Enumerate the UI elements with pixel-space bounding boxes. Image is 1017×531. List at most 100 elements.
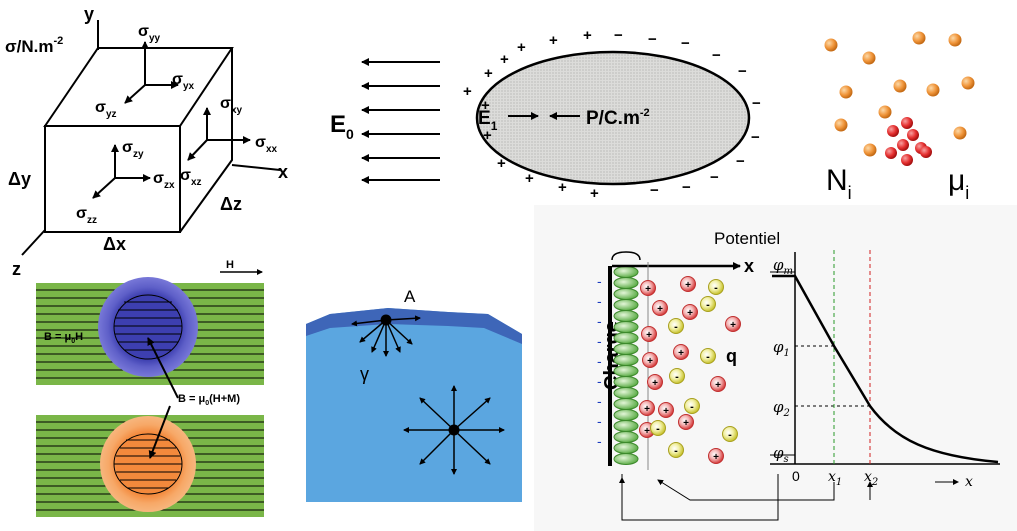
svg-text:+: + — [657, 304, 663, 315]
svg-text:+: + — [483, 127, 492, 144]
pointer-to-orange-sphere — [148, 405, 171, 459]
svg-text:+: + — [678, 348, 684, 359]
svg-text:+: + — [730, 320, 736, 331]
svg-text:-: - — [597, 393, 602, 409]
svg-text:−: − — [681, 35, 690, 52]
layer-brace — [611, 251, 641, 261]
svg-text:+: + — [715, 380, 721, 391]
x2-label: x2 — [864, 469, 878, 488]
svg-text:−: − — [752, 95, 761, 112]
b-inside-label: B = μ0(H+M) — [178, 393, 240, 407]
svg-text:+: + — [558, 179, 567, 196]
svg-text:-: - — [597, 333, 602, 349]
x-axis-label: x — [278, 162, 288, 182]
sigma-yy-label: σyy — [138, 23, 161, 44]
orange-particles — [824, 31, 975, 157]
delta-y-label: Δy — [8, 169, 31, 189]
svg-text:-: - — [597, 413, 602, 429]
z-axis-label: z — [12, 259, 21, 279]
svg-text:−: − — [682, 179, 691, 196]
positive-ions: + + + + + + + + + + + + + + + — [639, 276, 741, 464]
svg-text:-: - — [714, 282, 718, 294]
orange-sphere-lines — [113, 433, 183, 495]
svg-text:−: − — [751, 129, 760, 146]
svg-text:−: − — [710, 169, 719, 186]
sigma-yx-label: σyx — [172, 71, 195, 92]
svg-text:+: + — [583, 27, 592, 44]
x-axis-line — [231, 164, 281, 171]
e1-label: E1 — [478, 108, 498, 133]
svg-text:-: - — [597, 313, 602, 329]
surface-charges: + + + − − − − − − − − − − − + + + + + + … — [463, 27, 761, 202]
blue-sphere-lines — [113, 294, 183, 360]
svg-text:-: - — [674, 445, 678, 457]
svg-text:+: + — [685, 280, 691, 291]
delta-z-label: Δz — [220, 194, 242, 214]
surface-tension-panel: A γ — [306, 287, 522, 502]
svg-text:-: - — [706, 351, 710, 363]
svg-text:-: - — [597, 273, 602, 289]
sigma-xy-label: σxy — [220, 95, 243, 116]
q-label: q — [726, 346, 737, 366]
external-field-arrows — [361, 58, 440, 184]
svg-text:+: + — [497, 155, 506, 172]
svg-text:−: − — [650, 182, 659, 199]
sigma-zz-label: σzz — [76, 205, 97, 226]
svg-text:+: + — [481, 97, 490, 114]
x1-label: x1 — [828, 469, 842, 488]
gamma-label: γ — [360, 364, 369, 384]
svg-text:+: + — [663, 406, 669, 417]
svg-text:-: - — [597, 353, 602, 369]
svg-text:+: + — [644, 426, 650, 437]
svg-text:+: + — [644, 404, 650, 415]
sigma-xz-label: σxz — [180, 167, 202, 188]
potential-axis-label: Potentiel — [714, 229, 780, 248]
point-a-label: A — [404, 287, 416, 306]
particles-panel: Ni μi — [824, 31, 975, 203]
svg-text:-: - — [656, 423, 660, 435]
svg-text:+: + — [484, 65, 493, 82]
phi-2-label: φ2 — [773, 398, 790, 419]
svg-text:-: - — [597, 293, 602, 309]
svg-text:+: + — [463, 83, 472, 100]
z-axis-line — [21, 229, 46, 256]
svg-text:+: + — [683, 418, 689, 429]
svg-text:+: + — [590, 185, 599, 202]
negative-ions: - - - - - - - - - — [650, 279, 738, 458]
svg-text:−: − — [736, 153, 745, 170]
svg-text:+: + — [525, 170, 534, 187]
phi-m-label: φm — [773, 256, 793, 277]
svg-text:+: + — [687, 308, 693, 319]
svg-text:−: − — [648, 31, 657, 48]
double-layer-x-label: x — [744, 256, 754, 276]
double-layer-background — [534, 205, 1017, 531]
stress-tensor-panel: σ/N.m-2 y x z Δy Δx Δz σyy σyx σyz σxy σ… — [5, 4, 288, 279]
surface-force-arrows — [351, 315, 421, 357]
svg-text:+: + — [517, 39, 526, 56]
svg-text:+: + — [713, 452, 719, 463]
stress-unit-label: σ/N.m-2 — [5, 35, 63, 56]
dielectric-ellipse — [475, 50, 751, 186]
svg-text:−: − — [738, 63, 747, 80]
svg-text:-: - — [675, 371, 679, 383]
potential-curve — [772, 274, 999, 464]
svg-text:−: − — [712, 47, 721, 64]
dielectric-panel: E0 E1 P/C.m-2 + + + − − − − − − − − − − … — [330, 27, 761, 202]
svg-text:-: - — [706, 299, 710, 311]
double-layer-panel: Charge - - - - - - - - - x — [534, 205, 1017, 531]
y-axis-label: y — [84, 4, 94, 24]
stress-arrows — [92, 41, 251, 199]
svg-text:-: - — [674, 321, 678, 333]
sigma-zx-label: σzx — [153, 170, 175, 191]
svg-text:+: + — [645, 284, 651, 295]
x1-pointer — [657, 479, 835, 501]
potential-x-label: x — [965, 474, 973, 490]
svg-text:-: - — [728, 429, 732, 441]
svg-text:-: - — [597, 433, 602, 449]
phi-1-label: φ1 — [773, 338, 790, 359]
svg-text:-: - — [690, 401, 694, 413]
svg-text:-: - — [597, 373, 602, 389]
cube — [43, 47, 234, 233]
magnetized-sphere-blue — [98, 277, 198, 377]
bulk-force-arrows — [403, 385, 505, 475]
